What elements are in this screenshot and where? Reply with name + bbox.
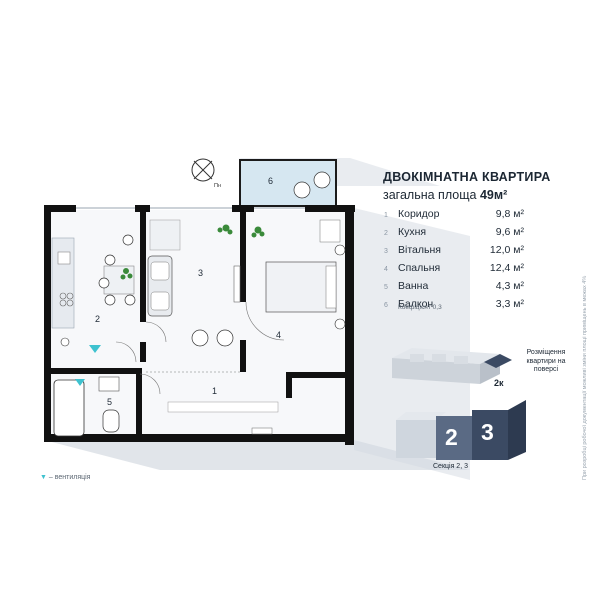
- room-area: 12,4 м²: [489, 262, 524, 274]
- section-3-block: [472, 410, 508, 460]
- disclaimer: При розробці робочої документації можлив…: [582, 275, 588, 480]
- balcony-coefficient: Коефіцієнт 0,3: [398, 304, 442, 311]
- room-number: 3: [384, 248, 388, 255]
- room-name: Ванна: [398, 280, 429, 292]
- room-area: 3,3 м²: [495, 298, 524, 310]
- plan-room-number: 6: [268, 176, 274, 186]
- plan-room-number: 5: [107, 397, 113, 407]
- room-row: 5 Ванна 4,3 м²: [384, 280, 524, 298]
- room-name: Вітальня: [398, 244, 441, 256]
- room-list: 1 Коридор 9,8 м² 2 Кухня 9,6 м² 3 Віталь…: [384, 208, 524, 316]
- total-area: загальна площа 49м²: [383, 188, 507, 202]
- room-row: 2 Кухня 9,6 м²: [384, 226, 524, 244]
- kitchen-furniture: [51, 234, 136, 347]
- section-label: Секція 2, 3: [433, 463, 468, 470]
- apartment-tag: 2к: [494, 378, 504, 388]
- room-name: Балкон: [398, 298, 434, 310]
- room-number: 4: [384, 266, 388, 273]
- bedroom-furniture: [251, 219, 346, 330]
- room-area: 9,6 м²: [495, 226, 524, 238]
- total-area-value: 49м²: [479, 188, 508, 202]
- plan-room-number: 1: [212, 386, 218, 396]
- room-number: 6: [384, 302, 388, 309]
- plan-room-number: 3: [198, 268, 204, 278]
- living-furniture: [147, 219, 241, 347]
- room-row: 4 Спальня 12,4 м²: [384, 262, 524, 280]
- vent-legend-icon: ▼: [40, 474, 47, 481]
- floor: [46, 210, 350, 438]
- room-row: 3 Вітальня 12,0 м²: [384, 244, 524, 262]
- room-area: 4,3 м²: [495, 280, 524, 292]
- vent-icon: [75, 379, 85, 386]
- apartment-title: ДВОКІМНАТНА КВАРТИРА: [383, 170, 551, 184]
- floor-placement-diagram: [392, 348, 512, 384]
- section-number: 3: [481, 419, 494, 445]
- compass-icon: [191, 158, 215, 182]
- plan-room-number: 4: [276, 330, 282, 340]
- compass-label: Пн: [214, 183, 221, 189]
- section-diagram: [396, 400, 526, 460]
- room-area: 9,8 м²: [495, 208, 524, 220]
- room-row: 1 Коридор 9,8 м²: [384, 208, 524, 226]
- room-area: 12,0 м²: [489, 244, 524, 256]
- corridor-items: [146, 371, 279, 435]
- room-name: Коридор: [398, 208, 440, 220]
- bathroom-furniture: [53, 376, 120, 437]
- room-number: 2: [384, 230, 388, 237]
- vent-legend-label: – вентиляція: [48, 474, 91, 481]
- placement-label: Розміщення квартири на поверсі: [526, 349, 566, 373]
- vent-icon: [89, 345, 101, 353]
- plan-room-number: 2: [95, 314, 101, 324]
- room-name: Кухня: [398, 226, 427, 238]
- section-number: 2: [445, 424, 458, 450]
- room-row: 6 Балкон 3,3 м²: [384, 298, 524, 316]
- room-number: 1: [384, 212, 388, 219]
- room-number: 5: [384, 284, 388, 291]
- doors: [115, 301, 285, 395]
- room-name: Спальня: [398, 262, 441, 274]
- total-area-label: загальна площа: [383, 188, 477, 202]
- walls: [44, 205, 355, 445]
- balcony-furniture: [293, 171, 331, 199]
- section-2-block: [436, 416, 472, 460]
- vent-legend: ▼ – вентиляція: [40, 474, 90, 481]
